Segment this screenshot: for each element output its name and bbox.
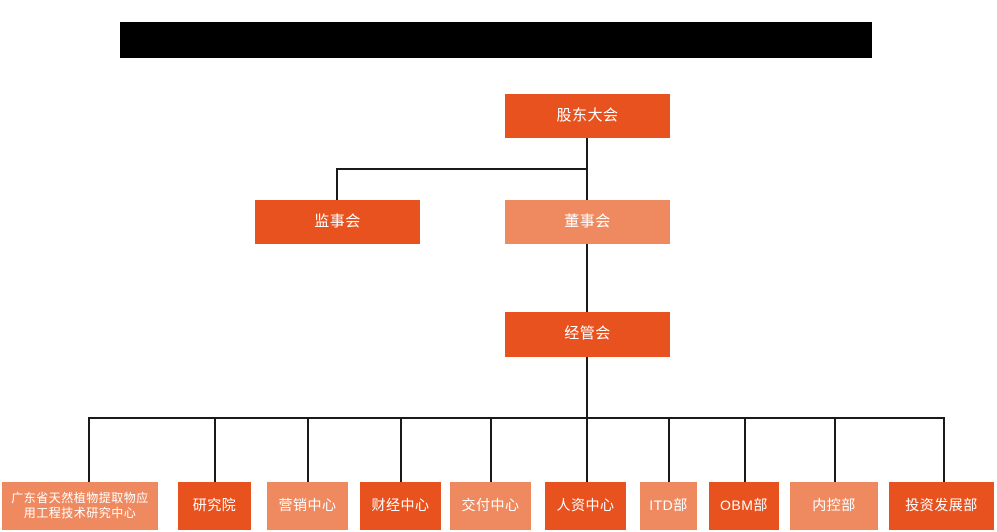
edge-department-bus [88, 417, 945, 419]
node-label: OBM部 [720, 497, 768, 514]
node-dept-obm[interactable]: OBM部 [709, 482, 779, 530]
redacted-title-bar [120, 22, 872, 58]
edge-shareholders-branch [336, 168, 588, 170]
edge-drop-dept-09 [834, 417, 836, 482]
edge-drop-dept-07 [668, 417, 670, 482]
node-label: 股东大会 [556, 106, 619, 124]
node-label: ITD部 [649, 497, 688, 514]
node-label: 董事会 [564, 212, 611, 230]
node-label: 经管会 [564, 325, 611, 343]
edge-drop-dept-03 [307, 417, 309, 482]
node-label: 广东省天然植物提取物应 用工程技术研究中心 [11, 491, 149, 520]
node-dept-human-resources-center[interactable]: 人资中心 [545, 482, 626, 530]
node-label: 人资中心 [556, 497, 615, 514]
node-label: 财经中心 [371, 497, 430, 514]
edge-drop-dept-10 [943, 417, 945, 482]
edge-drop-dept-05 [490, 417, 492, 482]
node-dept-itd[interactable]: ITD部 [640, 482, 697, 530]
node-dept-investment-development[interactable]: 投资发展部 [889, 482, 994, 530]
edge-supervisors-drop [336, 168, 338, 200]
node-shareholders-meeting[interactable]: 股东大会 [505, 94, 670, 138]
node-label: 研究院 [192, 497, 237, 514]
node-dept-finance-center[interactable]: 财经中心 [360, 482, 441, 530]
edge-directors-management [586, 243, 588, 313]
node-label: 内控部 [812, 497, 856, 514]
node-label: 营销中心 [278, 497, 337, 514]
edge-drop-dept-06 [586, 417, 588, 482]
node-label: 交付中心 [461, 497, 520, 514]
node-board-of-directors[interactable]: 董事会 [505, 200, 670, 244]
node-dept-engineering-research-center[interactable]: 广东省天然植物提取物应 用工程技术研究中心 [2, 482, 158, 530]
node-board-of-supervisors[interactable]: 监事会 [255, 200, 420, 244]
edge-drop-dept-02 [214, 417, 216, 482]
node-dept-internal-control[interactable]: 内控部 [790, 482, 878, 530]
node-management-committee[interactable]: 经管会 [505, 312, 670, 357]
edge-drop-dept-04 [400, 417, 402, 482]
edge-drop-dept-01 [88, 417, 90, 482]
node-label: 监事会 [314, 212, 361, 230]
edge-management-bus [586, 357, 588, 418]
node-dept-marketing-center[interactable]: 营销中心 [267, 482, 348, 530]
node-dept-delivery-center[interactable]: 交付中心 [450, 482, 531, 530]
node-dept-research-institute[interactable]: 研究院 [178, 482, 251, 530]
edge-drop-dept-08 [744, 417, 746, 482]
node-label: 投资发展部 [905, 497, 978, 514]
